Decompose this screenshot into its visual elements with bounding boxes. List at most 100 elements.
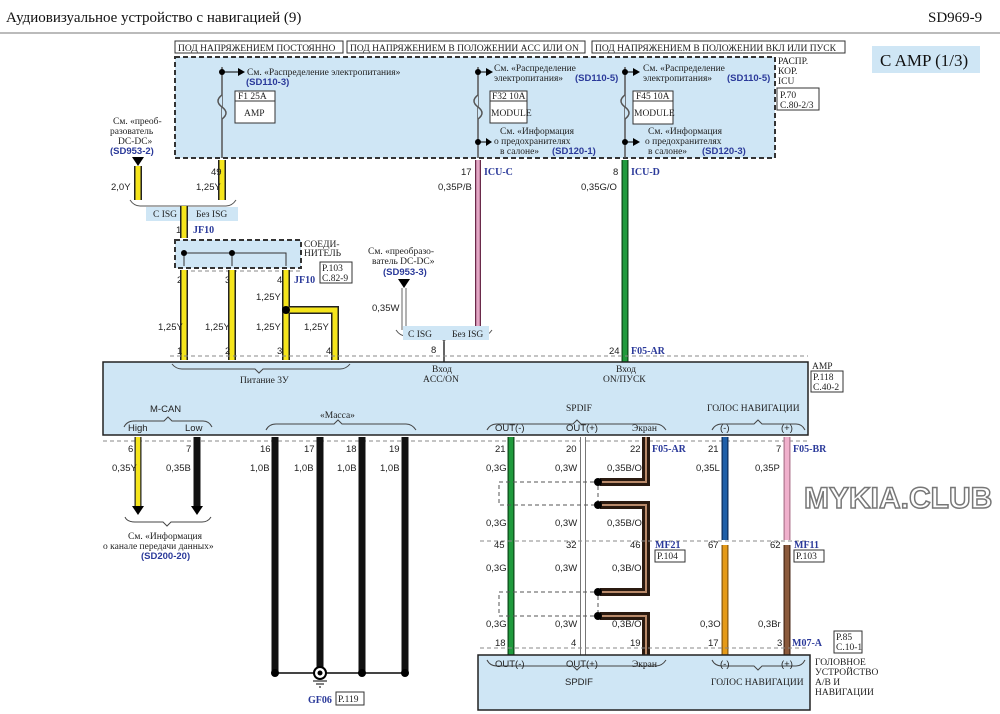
amp-conn: C.40-2 (813, 383, 839, 393)
pin-label: 17 (708, 638, 719, 649)
fuse-id: F45 10A (636, 92, 670, 102)
pin-label: 7 (776, 444, 781, 455)
fuse-see: электропитания» (494, 74, 563, 84)
arrow-icon (132, 157, 144, 166)
pin-label: 2 (225, 346, 230, 357)
power-label-acc: ПОД НАПРЯЖЕНИЕМ В ПОЛОЖЕНИИ ACC ИЛИ ON (350, 44, 579, 54)
pin-label: 3 (777, 638, 782, 649)
connector-id: F05-AR (631, 346, 666, 357)
acc-label: ACC/ON (423, 375, 459, 385)
diagram-code: SD969-9 (928, 10, 982, 26)
pin-label: 3 (225, 275, 230, 286)
wire-spec: 1,25Y (205, 322, 230, 333)
can-low-label: Low (185, 423, 203, 434)
shield-label: Экран (632, 424, 657, 434)
nav-label: ГОЛОС НАВИГАЦИИ (707, 404, 800, 414)
wire-spec: 0,35W (372, 303, 399, 314)
power-label-on: ПОД НАПРЯЖЕНИЕМ В ПОЛОЖЕНИИ ВКЛ ИЛИ ПУСК (595, 44, 837, 54)
wires-amp-power: 1,25Y 1,25Y 1,25Y 1,25Y 1,25Y 1 2 3 4 (158, 270, 339, 360)
out-minus-label: OUT(-) (495, 423, 525, 434)
connector-id: ICU-C (484, 167, 513, 178)
wire-spec: 1,0B (380, 463, 400, 474)
pin-label: 62 (770, 540, 781, 551)
on-label: ON/ПУСК (603, 375, 646, 385)
fuse-f32: F32 10A MODULE См. «Распределение электр… (473, 64, 618, 158)
wire-spec: 0,35P/B (438, 182, 472, 193)
wire-spec: 1,25Y (256, 292, 281, 303)
pin-label: 19 (389, 444, 400, 455)
fuse-icon (217, 94, 227, 120)
ref-link[interactable]: (SD120-3) (702, 146, 746, 157)
wire-spec: 2,0Y (111, 182, 131, 193)
nav-minus-label: (-) (720, 423, 730, 434)
jf10-page: P.103 (322, 264, 343, 274)
head-unit-name: УСТРОЙСТВО (815, 666, 878, 678)
ref-link[interactable]: (SD953-2) (110, 146, 154, 157)
connector-id: M07-A (792, 638, 823, 649)
pin-label: 6 (128, 444, 133, 455)
can-info: о канале передачи данных» (103, 542, 214, 552)
connector-c: C.10-1 (836, 643, 862, 653)
pin-label: 4 (571, 638, 576, 649)
spdif-label: SPDIF (566, 404, 592, 414)
connector-page: P.104 (657, 552, 678, 562)
connector-id: JF10 (294, 275, 315, 286)
connector-id: MF21 (655, 540, 681, 551)
shield-label: Экран (632, 660, 657, 670)
icu-name: КОР. (778, 67, 797, 77)
pin-label: 4 (277, 275, 282, 286)
acc-label: Вход (432, 365, 452, 375)
out-plus-label: OUT(+) (566, 659, 598, 670)
pin-label: 24 (609, 346, 620, 357)
pin-label: 22 (630, 444, 641, 455)
ref-link[interactable]: (SD120-1) (552, 146, 596, 157)
wire-spec: 0,3W (555, 563, 577, 574)
icu-name: РАСПР. (778, 57, 808, 67)
pin-label: 21 (495, 444, 506, 455)
nav-label: ГОЛОС НАВИГАЦИИ (711, 678, 804, 688)
wire-spec: 1,0B (337, 463, 357, 474)
ref-link[interactable]: (SD110-5) (727, 73, 770, 84)
fuse-info: в салоне» (500, 147, 539, 157)
head-unit-name: НАВИГАЦИИ (815, 688, 874, 698)
connector-id: ICU-D (631, 167, 660, 178)
wire-spec: 0,3Br (758, 619, 781, 630)
nav-minus-label: (-) (720, 659, 730, 670)
icu-conn: C.80-2/3 (780, 101, 814, 111)
isg-with-label: C ISG (153, 210, 177, 220)
ground-id: GF06 (308, 695, 332, 706)
ref-link[interactable]: (SD110-5) (575, 73, 618, 84)
power-labels: ПОД НАПРЯЖЕНИЕМ ПОСТОЯННО ПОД НАПРЯЖЕНИЕ… (174, 40, 846, 54)
pin-label: 3 (277, 346, 282, 357)
diagram-title: Аудиовизуальное устройство с навигацией … (6, 10, 301, 26)
ref-link[interactable]: (SD953-3) (383, 267, 427, 278)
wire-spec: 1,25Y (158, 322, 183, 333)
fuse-see: электропитания» (643, 74, 712, 84)
connector-page: P.103 (796, 552, 817, 562)
wire-spec: 1,25Y (196, 182, 221, 193)
jf10-label: СОЕДИ- (304, 240, 340, 250)
ref-link[interactable]: (SD200-20) (141, 551, 190, 562)
dcdc-ref-2: См. «преобразо- ватель DC-DC» (SD953-3) … (368, 246, 435, 330)
connector-page: P.85 (836, 633, 852, 643)
fuse-name: MODULE (491, 109, 532, 119)
connector-id: F05-AR (652, 444, 687, 455)
wire-spec: 0,35B/O (607, 463, 642, 474)
ref-link[interactable]: (SD110-3) (246, 77, 289, 88)
wire-spec: 0,35B/O (607, 518, 642, 529)
wire-spec: 0,3B/O (612, 563, 642, 574)
wire-spec: 1,0B (294, 463, 314, 474)
out-plus-label: OUT(+) (566, 423, 598, 434)
ground-label: «Масса» (320, 411, 355, 421)
dcdc-text: См. «преоб- (113, 116, 162, 127)
fuse-info: См. «Информация (648, 126, 723, 137)
nav-plus-label: (+) (781, 659, 793, 670)
pin-label: 8 (613, 167, 618, 178)
head-unit-name: ГОЛОВНОЕ (815, 658, 866, 668)
dcdc-text: ватель DC-DC» (372, 257, 435, 267)
wire-spec: 0,3G (486, 619, 507, 630)
can-high-label: High (128, 423, 148, 434)
power-label-constant: ПОД НАПРЯЖЕНИЕМ ПОСТОЯННО (178, 44, 335, 54)
jf10-label: НИТЕЛЬ (304, 249, 342, 259)
spdif-label: SPDIF (565, 677, 593, 688)
